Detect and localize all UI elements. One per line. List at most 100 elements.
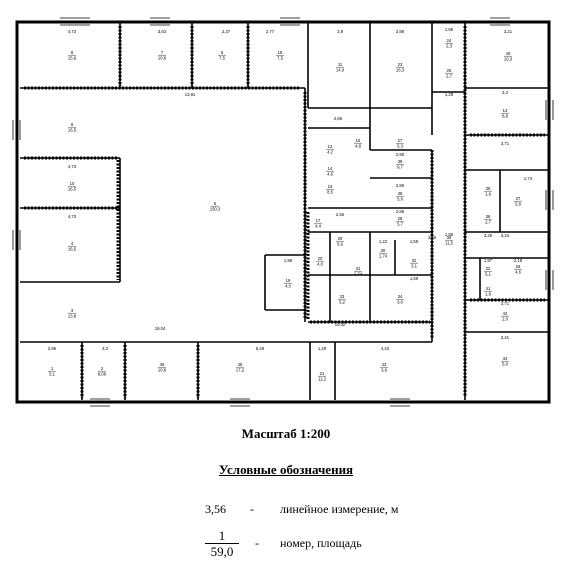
legend-dimension-text: линейное измерение, м xyxy=(280,502,399,516)
dimension-label: 2,77 xyxy=(266,29,275,34)
room-area: 4,0 xyxy=(285,284,291,289)
room-number: 40 xyxy=(506,51,511,56)
room-area: 7,5 xyxy=(219,56,225,61)
room-label: 168,5 xyxy=(326,184,334,195)
dimension-label: 2,85 xyxy=(396,152,405,157)
room-area: 3,0 xyxy=(397,300,403,305)
dimension-label: 1,22 xyxy=(379,239,388,244)
dimension-label: 3,3 xyxy=(502,90,508,95)
room-area: 11,2 xyxy=(318,377,327,382)
dimension-label: 3,24 xyxy=(501,233,510,238)
dimension-label: 1,98 xyxy=(284,258,293,263)
room-number: 16 xyxy=(328,184,333,189)
dimension-label: 3,56 xyxy=(428,235,437,240)
dimension-label: 4,73 xyxy=(68,164,77,169)
room-number: 3 xyxy=(71,308,74,313)
room-area: 11,5 xyxy=(445,241,454,246)
room-label: 411,8 xyxy=(484,286,492,297)
dimension-label: 4,73 xyxy=(68,214,77,219)
room-area: 16,5 xyxy=(68,247,77,252)
room-area: 5,0 xyxy=(502,362,508,367)
room-number: 42 xyxy=(503,311,508,316)
dimension-label: 1,59 xyxy=(410,239,419,244)
legend-dimension-sample: 3,56 xyxy=(205,502,226,516)
room-number: 23 xyxy=(398,62,403,67)
dimension-label: 2,88 xyxy=(396,29,405,34)
dimension-label: 19,04 xyxy=(155,326,166,331)
room-label: 138,8 xyxy=(501,108,509,119)
room-area: 5,8 xyxy=(515,202,521,207)
room-area: 1,74 xyxy=(379,254,388,259)
dimension-label: 1,86 xyxy=(445,232,454,237)
room-labels: 815,6710,867,5187,51114,02316,3242,3252,… xyxy=(48,38,522,382)
dimension-label: 2,71 xyxy=(501,301,510,306)
dimension-label: 3,21 xyxy=(504,29,513,34)
outer-wall xyxy=(15,20,551,404)
dimension-label: 3,41 xyxy=(501,335,510,340)
room-number: 6 xyxy=(221,50,224,55)
dimension-label: 2,86 xyxy=(396,183,405,188)
room-number: 11 xyxy=(338,62,343,67)
room-label: 174,4 xyxy=(314,218,322,229)
room-area: 16,5 xyxy=(68,128,77,133)
room-number: 10 xyxy=(70,181,75,186)
dimension-label: 2,18 xyxy=(514,258,523,263)
room-number: 18 xyxy=(278,50,283,55)
room-area: 7,5 xyxy=(277,56,283,61)
room-area: 10,8 xyxy=(158,368,167,373)
room-area: 15,6 xyxy=(68,56,77,61)
room-label: 335,2 xyxy=(338,294,346,305)
room-label: 445,0 xyxy=(501,356,509,367)
room-label: 285,7 xyxy=(396,216,404,227)
dimension-label: 1,29 xyxy=(445,92,454,97)
legend-room-text: номер, площадь xyxy=(280,536,362,550)
room-label: 313,8 xyxy=(68,308,77,319)
dimension-label: 2,37 xyxy=(222,29,231,34)
dimension-label: 1,97 xyxy=(484,258,493,263)
legend-room-sample: 1 59,0 xyxy=(205,528,239,559)
room-number: 2 xyxy=(101,366,104,371)
room-label: 15,1 xyxy=(48,366,56,377)
room-number: 39 xyxy=(398,159,403,164)
dimension-label: 2,96 xyxy=(48,346,57,351)
room-label: 815,6 xyxy=(68,50,77,61)
room-number: 46 xyxy=(238,362,243,367)
room-number: 5 xyxy=(214,201,217,206)
room-number: 36 xyxy=(486,214,491,219)
room-label: 385,6 xyxy=(396,191,404,202)
room-number: 21 xyxy=(320,371,325,376)
room-area: 8,8 xyxy=(502,114,508,119)
windows xyxy=(12,17,554,407)
room-label: 375,8 xyxy=(514,196,522,207)
room-label: 67,5 xyxy=(218,50,226,61)
dimension-label: 4,73 xyxy=(68,29,77,34)
room-number: 44 xyxy=(503,356,508,361)
room-label: 295,6 xyxy=(336,236,344,247)
room-number: 9 xyxy=(71,122,74,127)
legend-dash-2: - xyxy=(255,536,259,550)
room-number: 29 xyxy=(338,236,343,241)
room-area: 17,2 xyxy=(236,368,245,373)
room-label: 343,0 xyxy=(396,294,404,305)
room-area: 10,3 xyxy=(504,57,513,62)
room-label: 264,6 xyxy=(514,264,522,275)
room-label: 242,3 xyxy=(445,38,453,49)
hatched-walls xyxy=(24,26,545,398)
room-number: 14 xyxy=(328,166,333,171)
room-area: 4,0 xyxy=(317,262,323,267)
room-label: 204,0 xyxy=(316,256,324,267)
dimension-label: 5,28 xyxy=(256,346,265,351)
dimension-label: 3,3 xyxy=(102,346,108,351)
room-area: 9,7 xyxy=(397,165,403,170)
room-number: 24 xyxy=(447,38,452,43)
dimension-label: 3,71 xyxy=(501,141,510,146)
room-label: 252,7 xyxy=(445,68,453,79)
room-area: 13,8 xyxy=(68,314,77,319)
room-number: 30 xyxy=(381,248,386,253)
room-area: 1,9 xyxy=(485,192,491,197)
